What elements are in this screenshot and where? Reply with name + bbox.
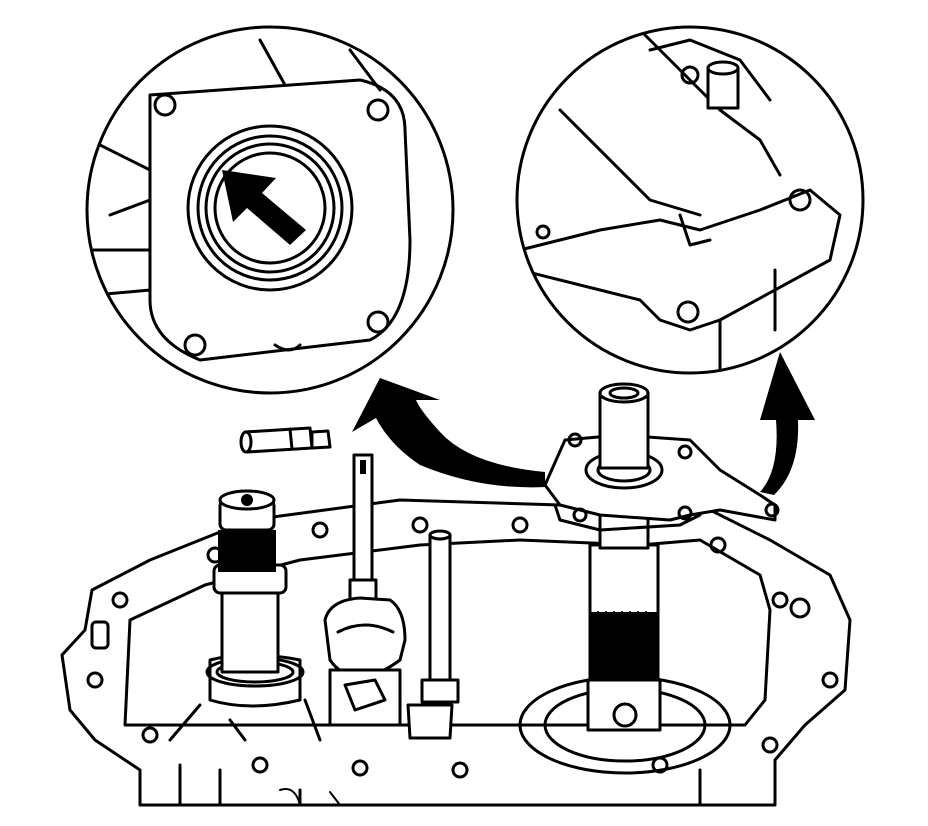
detail-view-right xyxy=(515,25,865,375)
shift-rail-and-fork xyxy=(323,453,460,740)
mainshaft xyxy=(518,508,732,775)
transmission-case xyxy=(60,498,852,807)
countershaft xyxy=(168,489,322,742)
detail-arrow-icon xyxy=(222,170,306,245)
case-bolt-holes xyxy=(86,516,839,779)
curved-arrow-icon xyxy=(760,352,815,495)
curved-arrow-icon xyxy=(352,378,545,488)
adapter-plate xyxy=(543,382,780,532)
loose-dowel-pin xyxy=(239,426,332,454)
